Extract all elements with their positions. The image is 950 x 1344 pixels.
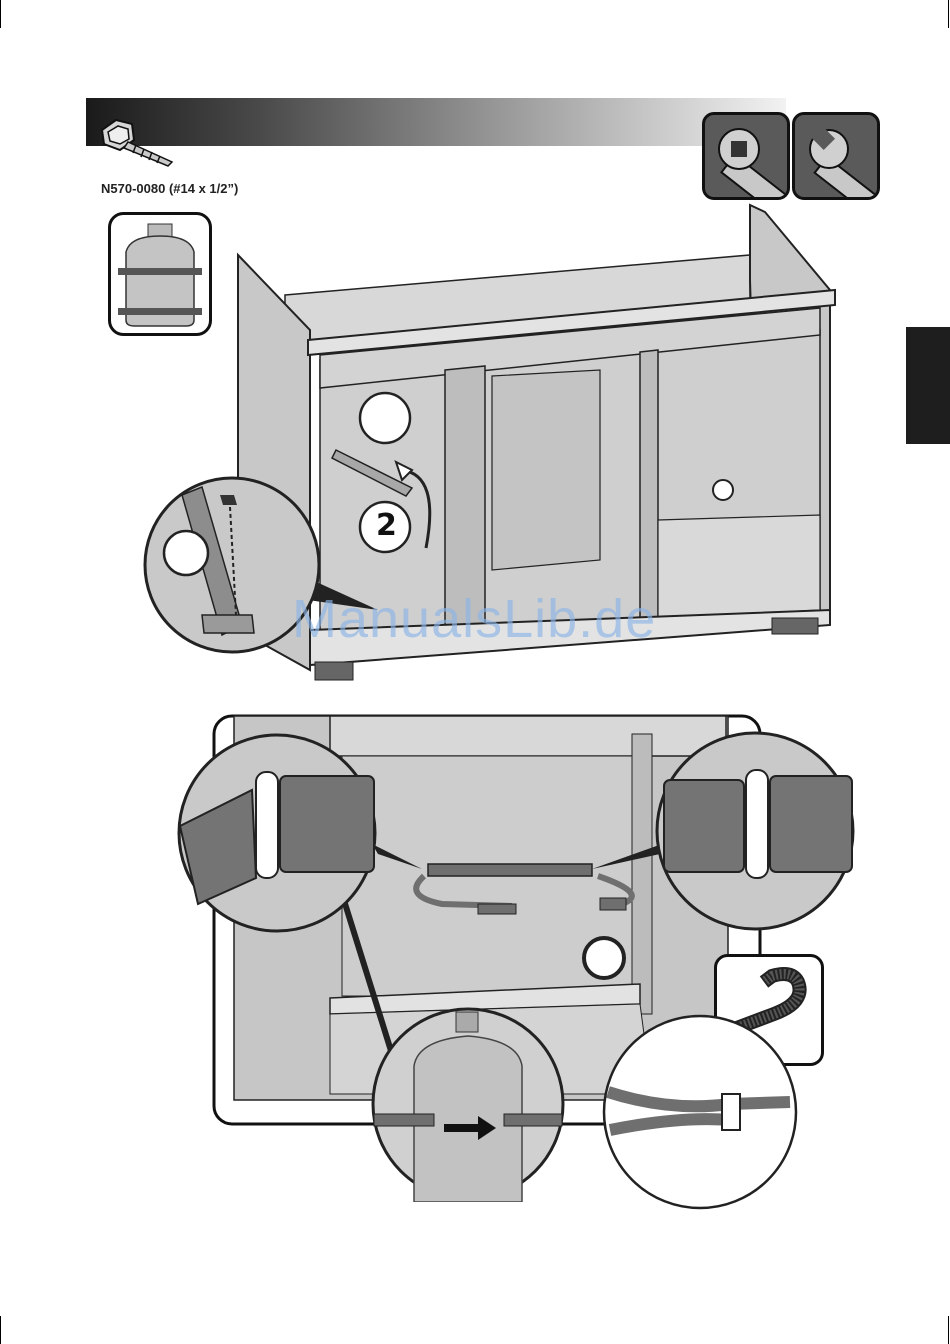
detail-circle-strap-left [176,732,378,934]
detail-circle-tank [370,1006,566,1202]
detail-circle-buckle [600,1012,800,1212]
part-code-label: N570-0080 (#14 x 1/2”) [101,181,238,196]
crop-mark [948,0,949,28]
tool-box-wrench [792,112,880,200]
watermark-text: ManualsLib.de [292,588,656,650]
crop-mark [0,0,1,28]
open-end-wrench-icon [795,115,877,197]
crop-mark [948,1316,949,1344]
screw-icon [94,112,184,172]
step-2-label: 2 [376,508,397,543]
tool-box-socket [702,112,790,200]
header-band [86,98,786,146]
section-tab [906,327,950,444]
socket-wrench-icon [705,115,787,197]
crop-mark [0,1316,1,1344]
detail-circle-strap-right [654,730,856,932]
